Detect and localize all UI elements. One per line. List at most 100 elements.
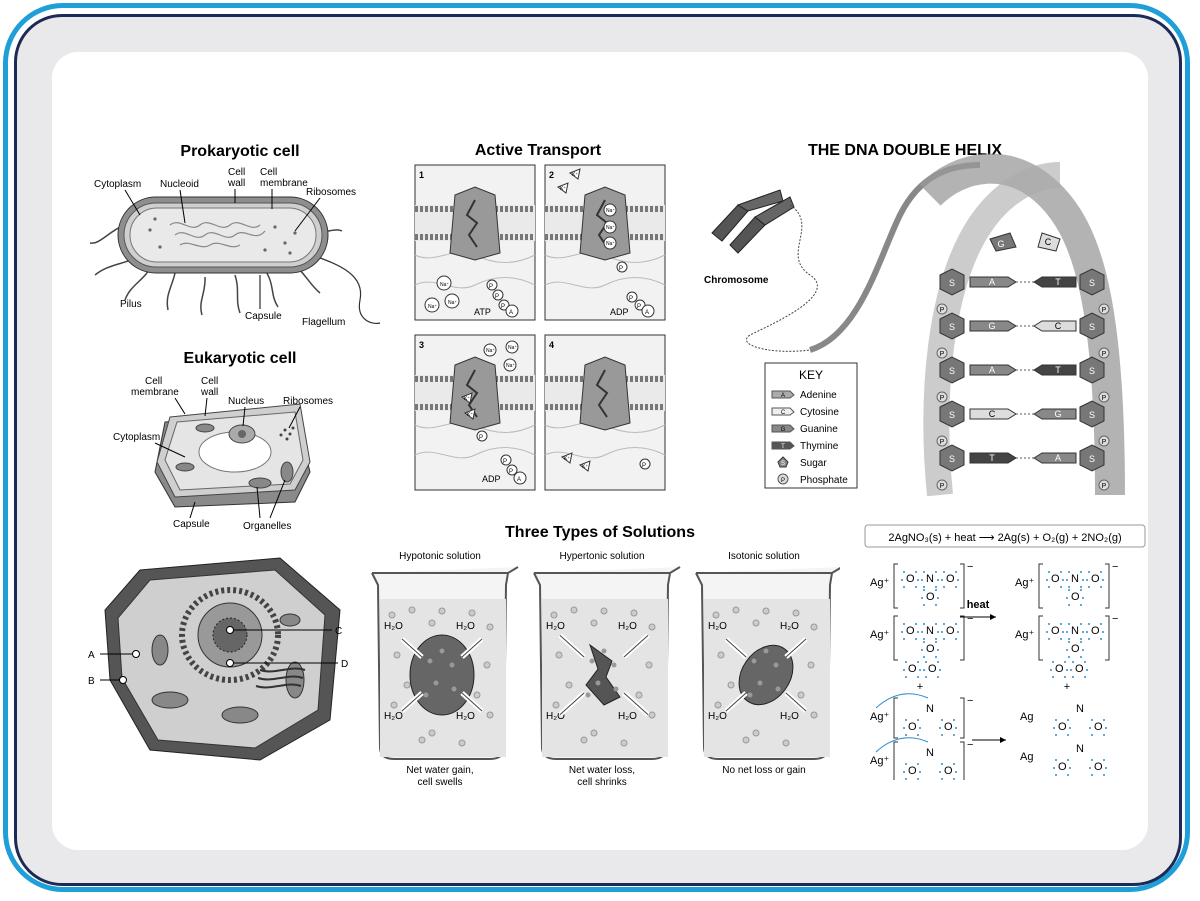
na-ion: Na⁺ <box>606 208 615 214</box>
solute-particle <box>762 607 770 615</box>
na-ion: Na⁺ <box>448 300 457 306</box>
label-chromosome: Chromosome <box>704 275 769 286</box>
pointer-eu-organelles-2 <box>269 479 286 519</box>
solute-particle <box>552 701 560 709</box>
key-label: Adenine <box>800 390 837 401</box>
atom-symbol: O <box>906 625 915 637</box>
atom-symbol: O <box>944 765 953 777</box>
solute-particle <box>807 661 815 669</box>
k-ion: K⁺ <box>464 396 470 402</box>
pointer-eu-organelles-1 <box>256 486 261 519</box>
k-ion: K⁺ <box>582 464 588 470</box>
atom-symbol: O <box>908 721 917 733</box>
beaker-caption-line1: Net water loss, <box>569 765 635 776</box>
lone-pair-electron <box>1066 597 1068 599</box>
key-glyph <box>771 424 795 433</box>
solute-particle <box>428 729 436 737</box>
lone-pair-electron <box>923 604 925 606</box>
atom-symbol: O <box>926 643 935 655</box>
label-pilus: Pilus <box>120 299 142 310</box>
flagellum <box>311 254 381 325</box>
lone-pair-electron <box>1089 727 1091 729</box>
lone-pair-electron <box>1086 579 1088 581</box>
key-glyph-letter: P <box>781 478 785 484</box>
phosphate-right <box>1098 479 1110 491</box>
transport-panel-4: 4 K⁺ K⁺ P <box>545 334 665 491</box>
dna-title: THE DNA DOUBLE HELIX <box>808 142 1002 159</box>
base-left <box>969 452 1017 464</box>
lone-pair-electron <box>1100 638 1102 640</box>
label-flagellum: Flagellum <box>302 317 345 328</box>
cell-organelle <box>613 686 619 692</box>
pointer-eu-capsule <box>189 501 196 519</box>
cell-organelle <box>763 648 769 654</box>
lone-pair-electron <box>903 669 905 671</box>
lone-pair-electron <box>903 571 905 573</box>
lone-pair-electron <box>1100 571 1102 573</box>
animal-cell-diagram: A B C D <box>88 557 348 761</box>
lone-pair-electron <box>1067 759 1069 761</box>
na-ion: Na⁺ <box>440 282 449 288</box>
atom-symbol: O <box>1051 573 1060 585</box>
lone-pair-electron <box>1055 759 1057 761</box>
phosphate-group: P <box>495 294 499 300</box>
lone-pair-electron <box>905 734 907 736</box>
lone-pair-electron <box>1055 719 1057 721</box>
solute-particle <box>717 651 725 659</box>
water-label: H₂O <box>708 621 727 632</box>
lone-pair-electron <box>1066 579 1068 581</box>
lone-pair-electron <box>941 734 943 736</box>
bracket-right <box>1105 615 1110 661</box>
marker-a <box>132 650 140 658</box>
water-label: H₂O <box>546 621 565 632</box>
water-label: H₂O <box>384 711 403 722</box>
atom-symbol: N <box>1076 703 1084 715</box>
label-eu-cell-membrane-line1: Cell <box>145 376 162 387</box>
sugar-left-label: S <box>949 454 955 464</box>
lone-pair-electron <box>1048 571 1050 573</box>
lone-pair-electron <box>935 571 937 573</box>
bracket-right <box>960 563 965 609</box>
atom-symbol: O <box>1058 761 1067 773</box>
lone-pair-electron <box>1082 649 1084 651</box>
phosphate-group: P <box>642 463 646 469</box>
water-flow-arrow-outline <box>725 692 747 712</box>
atom-symbol: O <box>928 663 937 675</box>
lone-pair-electron <box>1100 623 1102 625</box>
atom-symbol: N <box>926 703 934 715</box>
lone-pair-electron <box>1080 571 1082 573</box>
adenosine: A <box>645 310 649 316</box>
lone-pair-electron <box>1088 623 1090 625</box>
key-glyph-letter: C <box>781 410 786 416</box>
lone-pair-electron <box>957 631 959 633</box>
atom-symbol: N <box>1071 573 1079 585</box>
cell-organelle <box>451 686 457 692</box>
lone-pair-electron <box>1080 589 1082 591</box>
atom-symbol: N <box>926 625 934 637</box>
ion-label: Ag⁺ <box>870 711 889 723</box>
beaker-title: Hypertonic solution <box>559 551 644 562</box>
beaker-caption-line1: Net water gain, <box>406 765 473 776</box>
lone-pair-electron <box>1082 579 1084 581</box>
lone-pair-electron <box>903 727 905 729</box>
lone-pair-electron <box>1091 759 1093 761</box>
cell-organelle <box>775 686 781 692</box>
lone-pair-electron <box>923 571 925 573</box>
phosphate-group: P <box>479 435 483 441</box>
plus-sign: + <box>1064 681 1070 693</box>
k-ion: K⁺ <box>564 456 570 462</box>
base-left-label: T <box>989 453 995 463</box>
lone-pair-electron <box>917 719 919 721</box>
lone-pair-electron <box>1082 597 1084 599</box>
lone-pair-electron <box>1089 767 1091 769</box>
lone-pair-electron <box>1080 641 1082 643</box>
key-label: Guanine <box>800 424 838 435</box>
lone-pair-electron <box>923 641 925 643</box>
sugar-right-label: S <box>1089 454 1095 464</box>
